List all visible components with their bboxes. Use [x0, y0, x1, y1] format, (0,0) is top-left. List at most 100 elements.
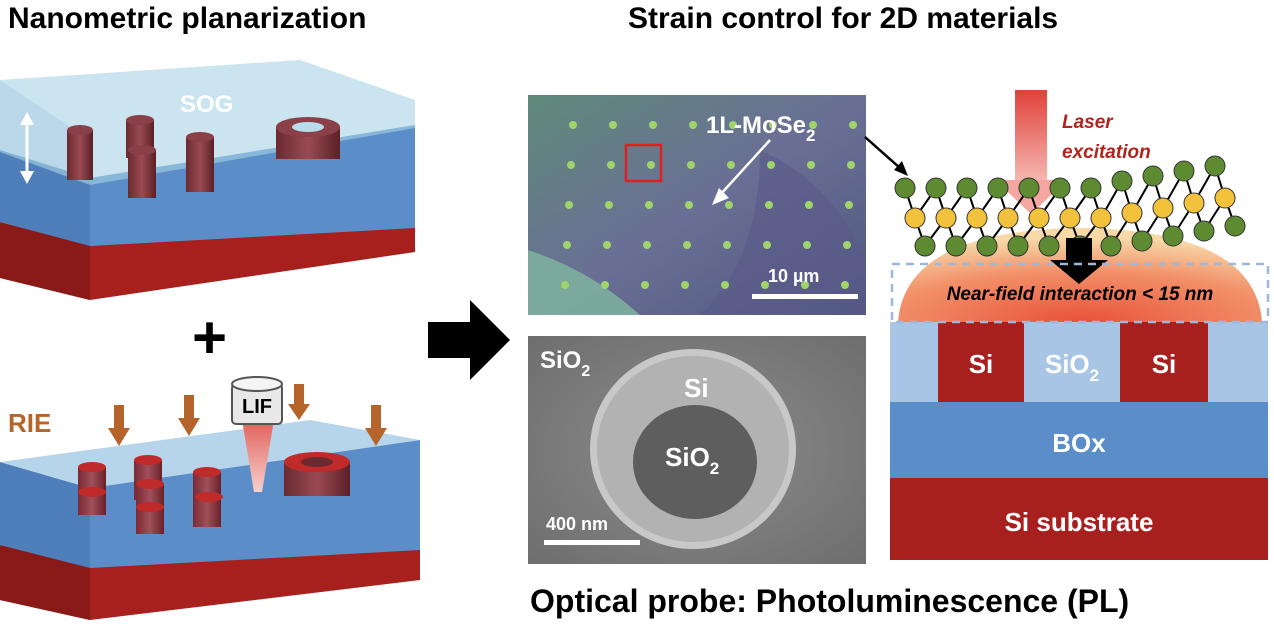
- pillar-dot: [681, 281, 689, 289]
- pillar-dot: [727, 161, 735, 169]
- se-atom: [1038, 235, 1060, 257]
- se-atom: [1049, 177, 1071, 199]
- pillar-dot: [801, 281, 809, 289]
- sem-scale-label: 400 nm: [546, 514, 608, 534]
- pillar-dot: [807, 161, 815, 169]
- top-pillars: [67, 115, 340, 198]
- down-arrow-icon: [178, 395, 200, 436]
- sem-scale-bar: [544, 540, 640, 545]
- si-left-label: Si: [969, 349, 994, 379]
- pillar-dot: [725, 201, 733, 209]
- se-atom: [1007, 235, 1029, 257]
- se-atom: [1131, 230, 1153, 252]
- pillar-dot: [729, 121, 737, 129]
- top-sog-layer: [0, 60, 415, 140]
- laser-beam: [1015, 90, 1047, 182]
- laser-label-line1: Laser: [1062, 112, 1114, 133]
- pillar-dot: [605, 201, 613, 209]
- se-atom: [914, 235, 936, 257]
- pillar-dot: [601, 281, 609, 289]
- pillar-dot: [849, 121, 857, 129]
- pillar-dot: [689, 121, 697, 129]
- mo-atom: [1121, 202, 1143, 224]
- pillar-dot: [683, 241, 691, 249]
- sog-label: SOG: [180, 91, 233, 118]
- se-atom: [1018, 177, 1040, 199]
- pillar-dot: [685, 201, 693, 209]
- rie-arrows: [108, 384, 387, 446]
- near-field-down-arrow-icon: [1050, 238, 1108, 284]
- thickness-double-arrow-icon: [20, 112, 34, 184]
- se-atom: [976, 235, 998, 257]
- pillar-dot: [687, 161, 695, 169]
- sem-si-label: Si: [684, 373, 709, 403]
- sio2-core: [633, 405, 757, 519]
- link-arrow-icon: [894, 161, 908, 176]
- mo-atom: [904, 207, 926, 229]
- se-atom: [925, 177, 947, 199]
- se-atom: [1204, 155, 1226, 177]
- pillar-dot: [647, 161, 655, 169]
- pillar-dot: [845, 201, 853, 209]
- plus-sign: +: [192, 304, 227, 371]
- mo-atom: [935, 207, 957, 229]
- left-title: Nanometric planarization: [8, 2, 366, 35]
- mo-atom: [1090, 207, 1112, 229]
- rie-label: RIE: [8, 408, 51, 438]
- down-arrow-icon: [288, 384, 310, 420]
- se-atom: [987, 177, 1009, 199]
- pillar-dot: [641, 281, 649, 289]
- pointer-arrow-icon: [712, 188, 729, 205]
- optical-scale-label: 10 µm: [768, 266, 819, 286]
- pillar-dot: [763, 241, 771, 249]
- sem-micrograph: SiO2 Si SiO2 400 nm: [528, 336, 866, 564]
- pillar-dot: [645, 201, 653, 209]
- near-field-label: Near-field interaction < 15 nm: [947, 284, 1214, 305]
- box-label: BOx: [1052, 428, 1106, 458]
- pillar-dot: [847, 161, 855, 169]
- bottom-pillars: [78, 452, 350, 534]
- si-right-label: Si: [1152, 349, 1177, 379]
- se-atom: [956, 177, 978, 199]
- right-title: Strain control for 2D materials: [628, 2, 1058, 35]
- lif-label: LIF: [242, 396, 272, 418]
- down-arrow-icon: [365, 405, 387, 446]
- pillar-dot: [649, 121, 657, 129]
- pillar-dot: [565, 201, 573, 209]
- selection-box: [624, 143, 663, 183]
- caption: Optical probe: Photoluminescence (PL): [530, 583, 1129, 619]
- pillar-dot: [803, 241, 811, 249]
- si-pillar-right: [1120, 322, 1208, 402]
- optical-micrograph: 1L-MoSe2 10 µm: [528, 95, 866, 315]
- pillar-dot: [609, 121, 617, 129]
- pillar-dot: [561, 281, 569, 289]
- pillar-dot: [841, 281, 849, 289]
- mo-atom: [1059, 207, 1081, 229]
- pillar-dot: [603, 241, 611, 249]
- optical-scale-bar: [752, 294, 858, 299]
- laser-label-line2: excitation: [1062, 142, 1151, 163]
- mo-atom: [966, 207, 988, 229]
- mo-atom: [1214, 187, 1236, 209]
- se-atom: [1224, 215, 1246, 237]
- near-field-region: [890, 262, 1270, 324]
- pillar-dot: [761, 281, 769, 289]
- mose2-lattice: [894, 155, 1246, 257]
- bottom-wafer-block: RIE LIF: [0, 376, 420, 620]
- substrate-label: Si substrate: [1005, 507, 1154, 537]
- se-atom: [945, 235, 967, 257]
- se-atom: [894, 177, 916, 199]
- top-wafer-block: SOG: [0, 60, 415, 300]
- pillar-dot: [765, 201, 773, 209]
- pillar-dot: [607, 161, 615, 169]
- mo-atom: [1028, 207, 1050, 229]
- pillar-dot: [809, 121, 817, 129]
- se-atom: [1173, 160, 1195, 182]
- pillar-dot: [569, 121, 577, 129]
- si-pillar-left: [938, 322, 1024, 402]
- process-arrow-icon: [428, 300, 510, 380]
- pillar-dot: [563, 241, 571, 249]
- se-atom: [1193, 220, 1215, 242]
- pillar-dot: [721, 281, 729, 289]
